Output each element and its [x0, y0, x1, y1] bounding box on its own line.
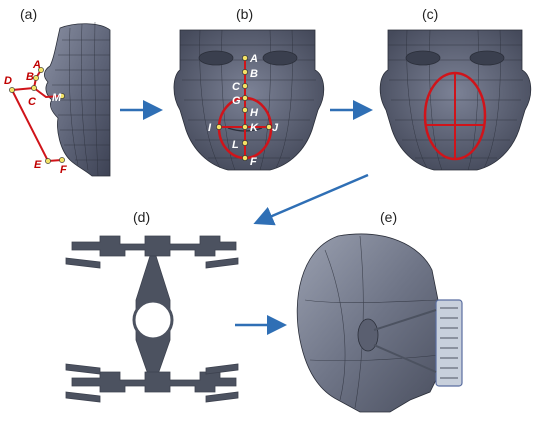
- point-b-j-dot: [266, 124, 272, 130]
- mask-cover-3d: [435, 299, 463, 387]
- panel-c-front-face: [379, 29, 532, 171]
- profile-d-line: [11, 87, 35, 91]
- mask-bottom-left-strap-2: [65, 391, 101, 403]
- panel-label-a: (a): [20, 6, 37, 22]
- head-3d-panel-lines: [304, 235, 441, 409]
- label-b-k: K: [250, 122, 259, 134]
- point-e-dot: [45, 158, 51, 164]
- point-e-label: E: [34, 159, 42, 171]
- label-b-a: A: [249, 53, 258, 65]
- label-b-c: C: [232, 81, 241, 93]
- panel-e-head-3d: [296, 233, 463, 413]
- right-eye-c: [469, 50, 505, 66]
- point-b-b-dot: [242, 69, 248, 75]
- point-d-dot: [9, 87, 15, 93]
- face-b-mesh: [180, 29, 316, 171]
- point-b-f-dot: [242, 155, 248, 161]
- panel-a-profile: A B C M D E F: [4, 21, 111, 177]
- panel-label-e: (e): [380, 209, 397, 225]
- mask-top-left-strap: [65, 257, 101, 269]
- point-b-h-dot: [242, 107, 248, 113]
- point-m-dot: [59, 93, 65, 99]
- point-d-label: D: [4, 75, 12, 87]
- left-eye-b: [198, 50, 234, 66]
- label-b-i: I: [208, 122, 212, 134]
- mask-strap-upper-3d: [373, 309, 437, 331]
- point-b-c-dot: [242, 83, 248, 89]
- point-f-label: F: [60, 164, 67, 176]
- ear-3d: [357, 318, 379, 352]
- mask-top-right-strap: [205, 257, 239, 269]
- point-b-k-dot: [242, 124, 248, 130]
- point-b-label: B: [26, 71, 34, 83]
- mask-cover-texture: [440, 307, 458, 379]
- panel-label-b: (b): [236, 6, 253, 22]
- point-a-dot: [38, 67, 44, 73]
- point-c-label: C: [28, 96, 37, 108]
- point-b-l-dot: [242, 140, 248, 146]
- point-b-a-dot: [242, 55, 248, 61]
- point-b-g-dot: [242, 95, 248, 101]
- point-f-dot: [59, 157, 65, 163]
- label-b-g: G: [232, 95, 241, 107]
- point-b-i-dot: [216, 124, 222, 130]
- mask-strap-lower-3d: [373, 344, 437, 373]
- arrow-c-to-d: [253, 173, 369, 226]
- panel-b-front-face: A B C G H I J K L F: [173, 29, 325, 171]
- panel-label-d: (d): [133, 209, 150, 225]
- point-b-dot: [33, 75, 39, 81]
- mask-bottom-band: [71, 371, 237, 393]
- left-eye-c: [405, 50, 441, 66]
- label-b-b: B: [250, 68, 258, 80]
- point-a-label: A: [32, 59, 41, 71]
- point-m-label: M: [52, 92, 62, 104]
- label-b-l: L: [232, 139, 239, 151]
- mask-top-band: [71, 235, 237, 257]
- label-b-j: J: [272, 122, 279, 134]
- point-c-dot: [31, 85, 37, 91]
- profile-mesh-lines: [52, 21, 110, 177]
- mask-bottom-left-strap: [65, 363, 101, 375]
- mask-bottom-right-strap: [205, 363, 239, 375]
- label-b-h: H: [250, 107, 259, 119]
- right-eye-b: [262, 50, 298, 66]
- label-b-f: F: [250, 156, 257, 168]
- mask-center-ring: [132, 299, 174, 341]
- panel-d-mask-frame: [65, 235, 239, 403]
- panel-label-c: (c): [422, 6, 438, 22]
- mask-bottom-right-strap-2: [205, 391, 239, 403]
